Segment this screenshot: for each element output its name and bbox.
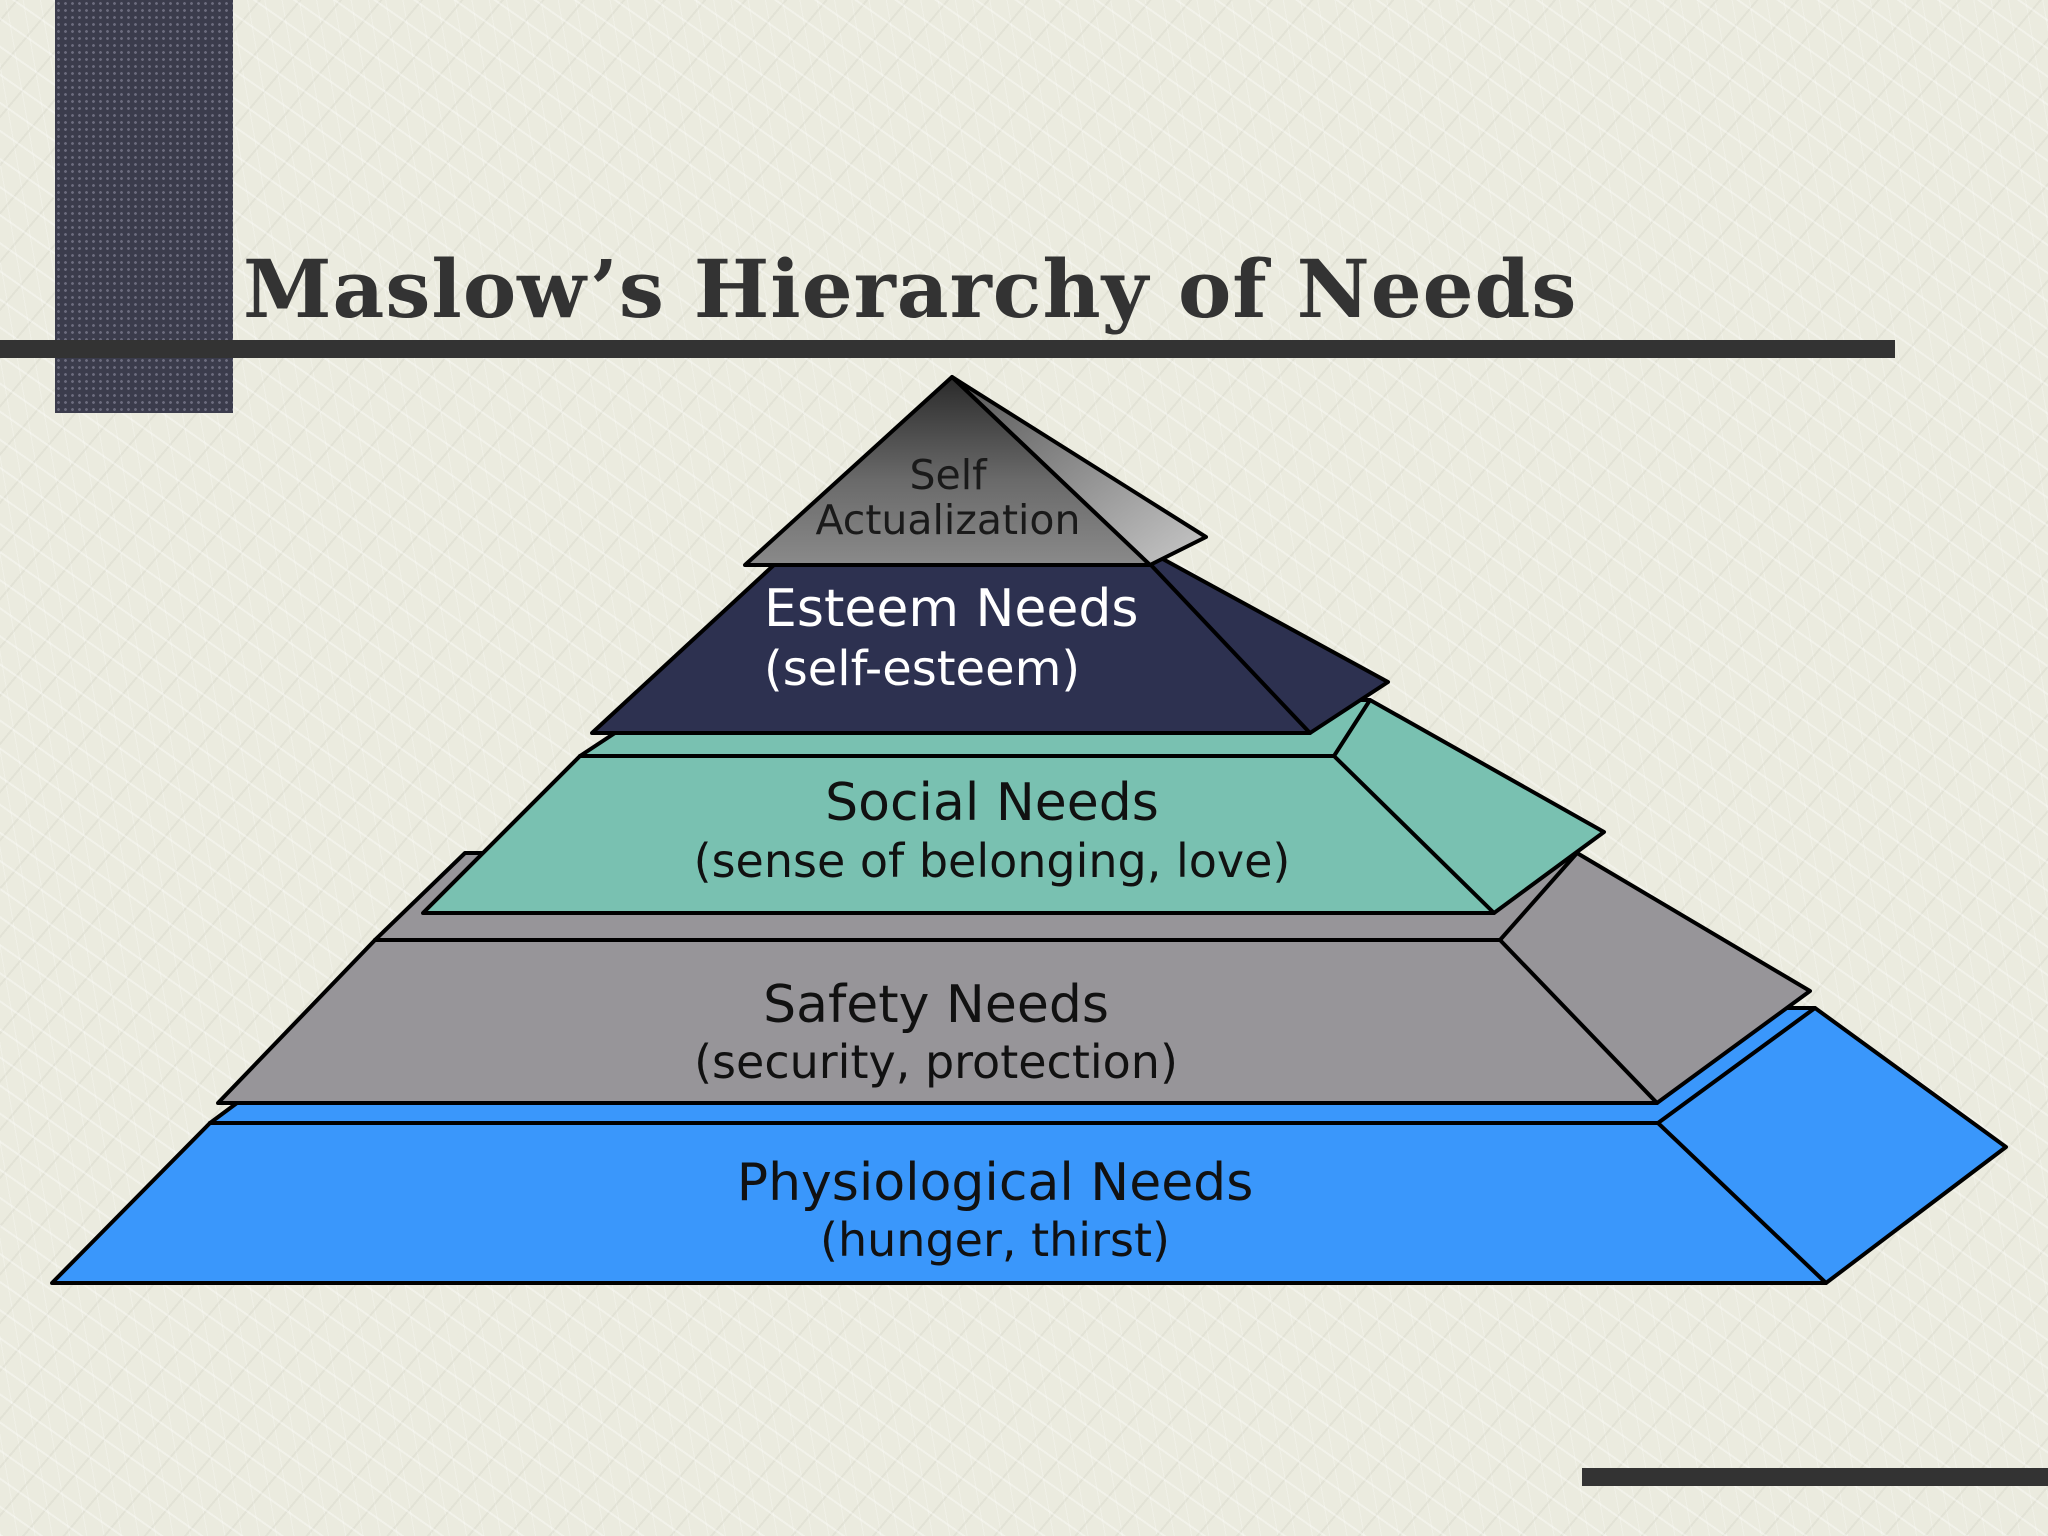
social-needs-name: Social Needs — [825, 773, 1159, 833]
physiological-front-face — [50, 1121, 1828, 1285]
esteem-needs-label: Esteem Needs (self-esteem) — [764, 578, 1139, 698]
esteem-needs-detail: (self-esteem) — [764, 641, 1081, 697]
safety-needs-detail: (security, protection) — [694, 1035, 1178, 1089]
safety-needs-label: Safety Needs (security, protection) — [694, 975, 1178, 1089]
self-actualization-front-face — [743, 375, 1152, 567]
self-actualization-name: Self — [909, 451, 987, 499]
esteem-needs-name: Esteem Needs — [764, 579, 1139, 639]
self-actualization-detail: Actualization — [815, 496, 1081, 545]
physiological-needs-name: Physiological Needs — [736, 1153, 1254, 1213]
social-front-face — [421, 754, 1496, 915]
self-actualization-tier — [743, 375, 1208, 567]
safety-front-face — [216, 938, 1659, 1105]
footer-rule — [1582, 1468, 2048, 1486]
physiological-needs-detail: (hunger, thirst) — [820, 1213, 1170, 1267]
self-actualization-label: Self Actualization — [815, 451, 1081, 545]
esteem-needs-tier — [590, 550, 1390, 735]
title-underline — [0, 340, 1895, 358]
slide-title: Maslow’s Hierarchy of Needs — [243, 242, 1578, 336]
social-needs-label: Social Needs (sense of belonging, love) — [694, 772, 1291, 888]
physiological-needs-label: Physiological Needs (hunger, thirst) — [737, 1153, 1254, 1267]
safety-needs-name: Safety Needs — [763, 975, 1109, 1035]
social-needs-detail: (sense of belonging, love) — [693, 834, 1291, 888]
